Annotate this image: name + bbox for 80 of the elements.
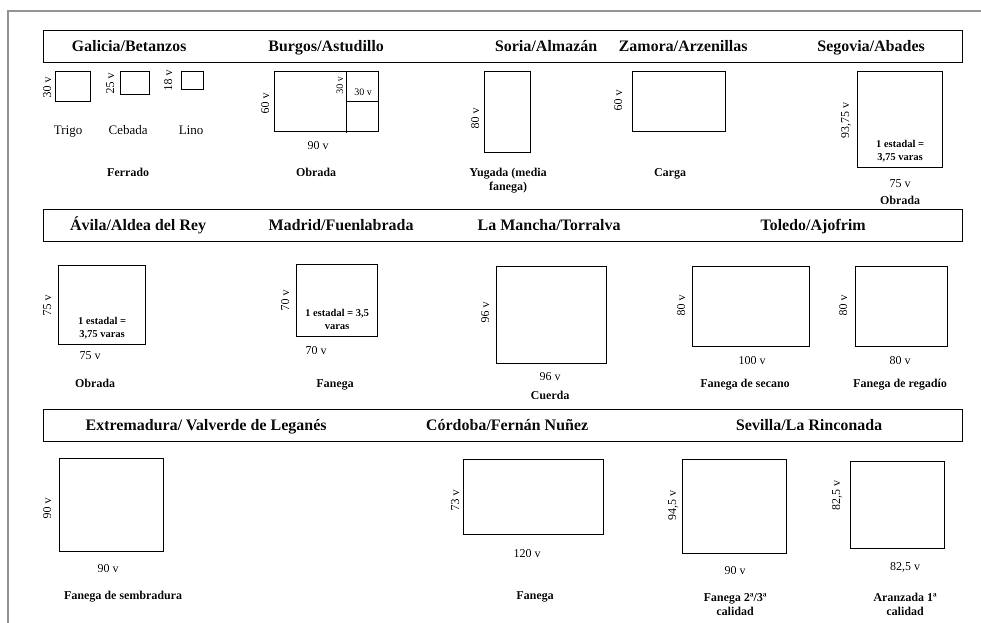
- dimension-label: 94,5 v: [665, 490, 679, 520]
- plot-rectangle: [496, 266, 607, 364]
- dimension-label: 75 v: [890, 176, 910, 190]
- dimension-label: 75 v: [40, 294, 54, 316]
- plot-rectangle: [120, 71, 150, 95]
- unit-name: Yugada (media fanega): [468, 165, 548, 193]
- region-name: La Mancha/Torralva: [478, 216, 620, 234]
- dimension-label: 120 v: [514, 546, 540, 560]
- unit-name: Fanega: [516, 588, 554, 602]
- unit-name: Obrada: [75, 376, 115, 390]
- unit-name: Carga: [654, 165, 686, 179]
- dimension-label: 25 v: [103, 72, 117, 94]
- unit-name: Fanega de sembradura: [64, 588, 182, 602]
- dimension-label: 30 v: [354, 86, 372, 100]
- dimension-label: 90 v: [98, 561, 118, 575]
- plot-rectangle: [296, 264, 378, 337]
- dimension-label: 80 v: [674, 294, 688, 316]
- unit-name: Obrada: [296, 165, 336, 179]
- dimension-label: 70 v: [278, 290, 292, 310]
- dimension-label: 73 v: [448, 490, 462, 510]
- plot-rectangle: [274, 71, 379, 132]
- dimension-label: 18 v: [161, 70, 175, 90]
- dimension-label: 60 v: [258, 92, 272, 114]
- crop-name: Lino: [178, 123, 204, 137]
- dimension-label: 80 v: [468, 108, 482, 128]
- unit-name: Cuerda: [530, 388, 570, 402]
- plot-rectangle: [55, 71, 91, 102]
- plot-rectangle: [181, 71, 204, 90]
- region-name: Burgos/Astudillo: [268, 38, 384, 56]
- region-name: Galicia/Betanzos: [72, 38, 186, 56]
- region-name: Extremadura/ Valverde de Leganés: [85, 416, 327, 434]
- dimension-label: 70 v: [306, 343, 326, 357]
- dimension-label: 30 v: [334, 76, 347, 94]
- conversion-note: 1 estadal = 3,75 varas: [77, 315, 127, 341]
- region-name: Ávila/Aldea del Rey: [70, 216, 206, 234]
- dimension-label: 93,75 v: [838, 102, 852, 138]
- region-header-band: [43, 209, 963, 242]
- crop-name: Cebada: [108, 123, 148, 137]
- plot-rectangle: [692, 266, 810, 347]
- unit-name: Fanega de regadío: [853, 376, 947, 390]
- plot-rectangle: [857, 71, 943, 168]
- dimension-label: 60 v: [611, 90, 625, 110]
- region-name: Madrid/Fuenlabrada: [268, 216, 414, 234]
- region-name: Córdoba/Fernán Nuñez: [426, 416, 588, 434]
- unit-name: Aranzada 1ª calidad: [872, 590, 938, 618]
- unit-name: Fanega 2ª/3ª calidad: [702, 590, 768, 618]
- dimension-label: 100 v: [738, 353, 766, 367]
- plot-rectangle: [632, 71, 726, 132]
- plot-rectangle: [59, 458, 164, 552]
- dimension-label: 80 v: [836, 294, 850, 316]
- plot-rectangle: [855, 266, 948, 347]
- region-header-band: [43, 30, 963, 63]
- unit-name: Fanega de secano: [700, 376, 790, 390]
- region-name: Segovia/Abades: [817, 38, 925, 56]
- region-name: Toledo/Ajofrim: [760, 216, 866, 234]
- plot-rectangle: [463, 459, 604, 535]
- unit-name: Fanega: [316, 376, 354, 390]
- crop-name: Trigo: [54, 123, 82, 137]
- region-name: Soria/Almazán: [494, 38, 598, 56]
- dimension-label: 90 v: [308, 138, 328, 152]
- dimension-label: 75 v: [80, 348, 100, 362]
- dimension-label: 90 v: [724, 563, 746, 577]
- unit-name: Ferrado: [107, 165, 149, 179]
- dimension-label: 96 v: [478, 302, 492, 322]
- conversion-note: 1 estadal = 3,75 varas: [875, 138, 925, 164]
- dimension-label: 82,5 v: [829, 480, 843, 510]
- unit-name: Obrada: [880, 193, 920, 207]
- plot-rectangle: [484, 71, 531, 153]
- plot-rectangle: [850, 461, 945, 549]
- dimension-label: 96 v: [540, 369, 560, 383]
- plot-rectangle: [58, 265, 146, 345]
- conversion-note: 1 estadal = 3,5 varas: [304, 307, 370, 333]
- region-name: Sevilla/La Rinconada: [736, 416, 882, 434]
- region-header-band: [43, 409, 963, 442]
- dimension-label: 30 v: [40, 76, 54, 98]
- dimension-label: 80 v: [890, 353, 910, 367]
- dimension-label: 90 v: [40, 498, 54, 518]
- region-name: Zamora/Arzenillas: [618, 38, 748, 56]
- plot-rectangle: [682, 459, 787, 554]
- dimension-label: 82,5 v: [890, 559, 920, 573]
